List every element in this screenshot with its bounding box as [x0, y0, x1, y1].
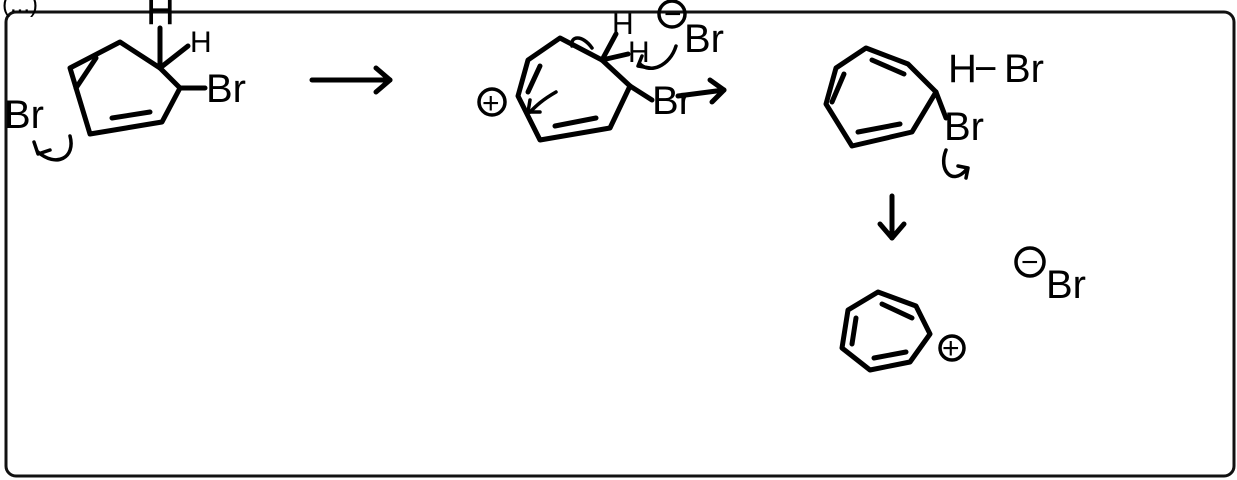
- positive-charge-sign: +: [482, 87, 500, 120]
- tropylium-plus-sign: +: [942, 332, 960, 365]
- bromide-br: Br: [1046, 263, 1086, 307]
- hbr-dash: −: [974, 47, 997, 91]
- cation-intermediate: H H Br + − Br: [477, 0, 724, 143]
- reactant-double-bond-1: [73, 55, 99, 91]
- positive-charge-circle: [477, 87, 507, 117]
- intermediate-ring: [515, 35, 633, 143]
- tropylium-double-bond-2: [879, 301, 915, 321]
- reactant-br-left: Br: [4, 93, 44, 137]
- triene-double-bond-1: [829, 71, 847, 105]
- intermediate-br-right: Br: [652, 79, 692, 123]
- tropylium-product: +: [839, 289, 966, 373]
- hbr-h: H: [948, 47, 977, 91]
- bromide-counterion: − Br: [1014, 246, 1086, 307]
- cut-off-header-text: (...): [2, 0, 38, 18]
- intermediate-br-anion: Br: [684, 17, 724, 61]
- anion-minus-sign: −: [664, 0, 682, 31]
- reaction-arrow-1: [309, 65, 393, 95]
- curved-arrow-head: [32, 140, 52, 156]
- curved-arrow-ring: [528, 90, 558, 114]
- tropylium-double-bond-1: [849, 315, 859, 347]
- curved-arrow-br-leaving: [36, 134, 73, 162]
- reactant-molecule: H H Br Br: [4, 0, 246, 162]
- reaction-arrow-2: [675, 77, 727, 105]
- intermediate-double-bond-2: [552, 115, 599, 129]
- bromide-minus-sign: −: [1021, 246, 1039, 279]
- reactant-h-side: H: [190, 26, 212, 59]
- intermediate-ch-bond-side: [599, 51, 631, 63]
- tropylium-ring: [839, 289, 933, 373]
- intermediate-h-side: H: [628, 36, 650, 69]
- curved-arrow-anion-head: [636, 54, 652, 70]
- reactant-br-right: Br: [206, 67, 246, 111]
- reactant-double-bond-2: [109, 109, 153, 121]
- tropylium-charge-circle: [938, 334, 966, 362]
- reactant-ring: [67, 39, 183, 137]
- tropylium-double-bond-3: [871, 349, 909, 361]
- intermediate-double-bond-1: [525, 63, 543, 95]
- triene-cbr-bond: [933, 89, 949, 121]
- curved-arrow-ring-head: [526, 98, 542, 114]
- intermediate-ch-bond-top: [599, 31, 619, 63]
- curved-arrow-br-loss: [941, 148, 968, 179]
- intermediate-h-top: H: [612, 8, 634, 41]
- anion-charge-circle: [657, 0, 687, 29]
- triene-double-bond-2: [869, 57, 907, 77]
- mechanism-frame: [4, 10, 1236, 478]
- cycloheptatriene-bromide: Br: [823, 45, 984, 180]
- triene-ring: [823, 45, 939, 149]
- reaction-arrow-down: [877, 193, 907, 241]
- curved-arrow-h: [570, 36, 594, 50]
- triene-br: Br: [944, 105, 984, 149]
- hbr-byproduct: H − Br: [948, 47, 1044, 91]
- hbr-br: Br: [1004, 47, 1044, 91]
- triene-double-bond-3: [855, 121, 903, 135]
- bromide-charge-circle: [1014, 246, 1046, 278]
- reactant-h-top: H: [146, 0, 175, 33]
- curved-arrow-br-loss-head: [956, 164, 970, 180]
- intermediate-cbr-bond: [627, 83, 655, 103]
- reactant-ch-bond-side: [157, 43, 191, 71]
